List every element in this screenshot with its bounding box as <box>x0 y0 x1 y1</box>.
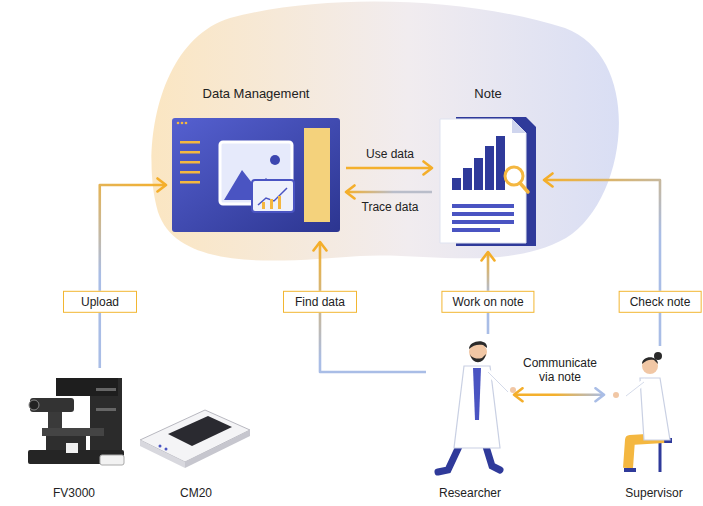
microscope-illustration-part <box>29 400 39 410</box>
data-management-window-part <box>185 122 188 125</box>
flow-arrow <box>514 393 604 396</box>
flow-arrow <box>346 191 432 194</box>
edge-label: Trace data <box>362 200 419 214</box>
window-box: Data Management <box>170 86 342 238</box>
cm20-device-part <box>159 445 162 448</box>
researcher-figure-part <box>510 387 516 393</box>
person-box: Supervisor <box>608 350 700 500</box>
microscope-illustration-part <box>42 428 104 436</box>
note-document-part <box>440 119 526 243</box>
supervisor-figure-part <box>642 358 658 374</box>
note-document <box>440 117 536 246</box>
person-box: Researcher <box>430 338 510 500</box>
edge-label: Communicate via note <box>516 356 604 385</box>
node-label: CM20 <box>178 486 214 500</box>
flow-arrow <box>100 185 166 368</box>
note-document-part <box>452 212 514 216</box>
note-document-part <box>496 136 505 190</box>
supervisor-figure-part <box>628 438 664 468</box>
data-management-window-part <box>270 155 280 165</box>
node-label: FV3000 <box>51 486 97 500</box>
data-management-window-part <box>172 118 340 232</box>
microscope-illustration-part <box>96 388 116 391</box>
edge-label: Use data <box>366 147 414 161</box>
edge-label-box: Find data <box>283 291 357 313</box>
data-management-window-part <box>270 199 273 209</box>
data-management-window-part <box>181 122 184 125</box>
cm20-device-part <box>140 440 185 468</box>
cm20-device-part <box>140 410 250 462</box>
data-management-window-part <box>252 180 294 212</box>
microscope-illustration-part <box>66 443 78 453</box>
data-management-window-part <box>262 202 265 209</box>
note-document-part <box>452 220 514 224</box>
note-box: Note <box>436 86 540 248</box>
researcher-figure <box>438 341 516 472</box>
data-management-window-part <box>180 151 200 154</box>
note-document-part <box>452 228 500 232</box>
note-document-part <box>452 204 514 208</box>
supervisor-figure-part <box>618 382 644 396</box>
note-document-part <box>512 119 526 133</box>
microscope-illustration-part <box>30 398 74 412</box>
instrument-box: FV3000 <box>18 372 130 500</box>
node-label: Note <box>472 86 503 102</box>
data-management-window-part <box>180 161 200 164</box>
data-management-window-part <box>278 196 281 209</box>
data-management-window <box>172 118 340 232</box>
edge-label-box: Check note <box>619 291 702 313</box>
cm20-device-part <box>168 416 232 446</box>
researcher-figure-part <box>469 341 487 349</box>
data-management-window-part <box>180 171 200 174</box>
blob <box>152 2 619 261</box>
node-label: Supervisor <box>623 486 684 500</box>
microscope-illustration-part <box>100 455 124 465</box>
supervisor-figure <box>613 352 672 472</box>
supervisor-figure-part <box>613 392 619 398</box>
microscope-illustration <box>28 378 124 465</box>
note-document-part <box>463 168 472 190</box>
supervisor-figure-part <box>659 443 662 472</box>
researcher-figure-part <box>488 372 508 392</box>
edge-label-box: Work on note <box>441 291 534 313</box>
microscope-illustration-part <box>48 412 62 428</box>
researcher-figure-part <box>473 368 481 420</box>
edge-label-box: Upload <box>63 291 137 313</box>
data-management-window-part <box>180 141 200 144</box>
data-management-window-part <box>177 122 180 125</box>
note-document-part <box>520 183 528 192</box>
researcher-figure-part <box>470 354 486 362</box>
note-document-part <box>485 146 494 190</box>
microscope-illustration-part <box>96 408 116 411</box>
node-label: Data Management <box>201 86 312 102</box>
flow-arrow <box>346 167 432 170</box>
supervisor-figure-part <box>640 378 670 440</box>
instrument-box: CM20 <box>140 405 252 500</box>
supervisor-figure-part <box>654 352 662 360</box>
supervisor-figure-part <box>626 382 644 396</box>
cm20-device <box>140 410 250 468</box>
note-document-part <box>474 158 483 190</box>
data-management-window-part <box>180 181 200 184</box>
researcher-figure-part <box>488 372 512 392</box>
flow-arrow <box>544 180 660 346</box>
microscope-illustration-part <box>56 378 118 396</box>
note-document-part <box>452 178 461 190</box>
supervisor-figure-part <box>624 468 636 472</box>
cm20-device-part <box>165 448 168 451</box>
node-label: Researcher <box>437 486 503 500</box>
data-management-window-part <box>304 128 330 222</box>
